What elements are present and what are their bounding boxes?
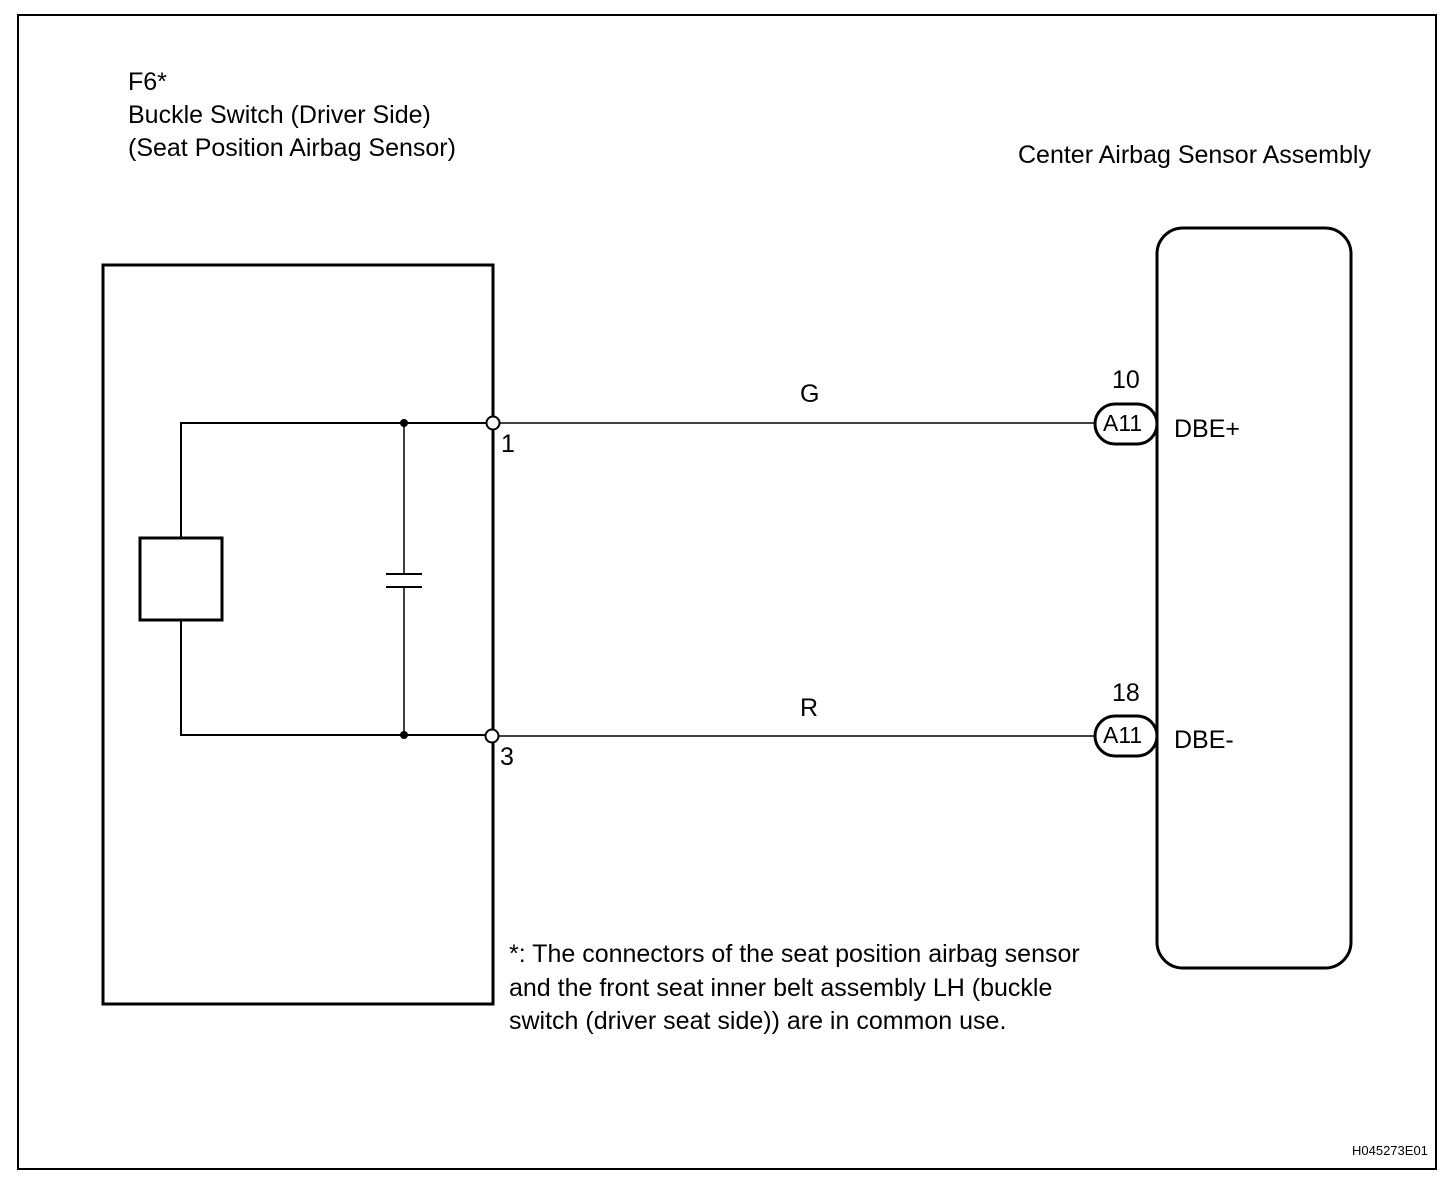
wire-color-label: G (800, 380, 820, 408)
figure-id: H045273E01 (1352, 1143, 1428, 1158)
terminal-3 (484, 728, 500, 744)
component-id-label: F6* (128, 68, 167, 96)
connector-label: A11 (1103, 410, 1143, 436)
internal-wire-bottom (180, 620, 486, 736)
pin-number-label: 10 (1112, 366, 1140, 394)
component-name-label: Buckle Switch (Driver Side) (128, 101, 431, 129)
internal-wire-top (180, 422, 487, 538)
signal-label: DBE- (1174, 726, 1234, 754)
diagram-frame (17, 14, 1437, 1170)
buckle-switch-box (101, 263, 495, 1006)
terminal-number-label: 1 (501, 430, 515, 458)
component-subname-label: (Seat Position Airbag Sensor) (128, 134, 456, 162)
junction-dot-top (400, 419, 408, 427)
signal-label: DBE+ (1174, 415, 1241, 443)
terminal-1 (485, 415, 501, 431)
terminal-number-label: 3 (500, 743, 514, 771)
junction-dot-bottom (400, 731, 408, 739)
footnote: *: The connectors of the seat position a… (509, 940, 1080, 1035)
connector-label: A11 (1103, 722, 1143, 748)
ecu-name-label: Center Airbag Sensor Assembly (1018, 141, 1371, 169)
wire-color-label: R (800, 694, 819, 722)
sensor-element (138, 536, 224, 622)
pin-number-label: 18 (1112, 679, 1140, 707)
center-airbag-sensor-box (1155, 226, 1353, 970)
